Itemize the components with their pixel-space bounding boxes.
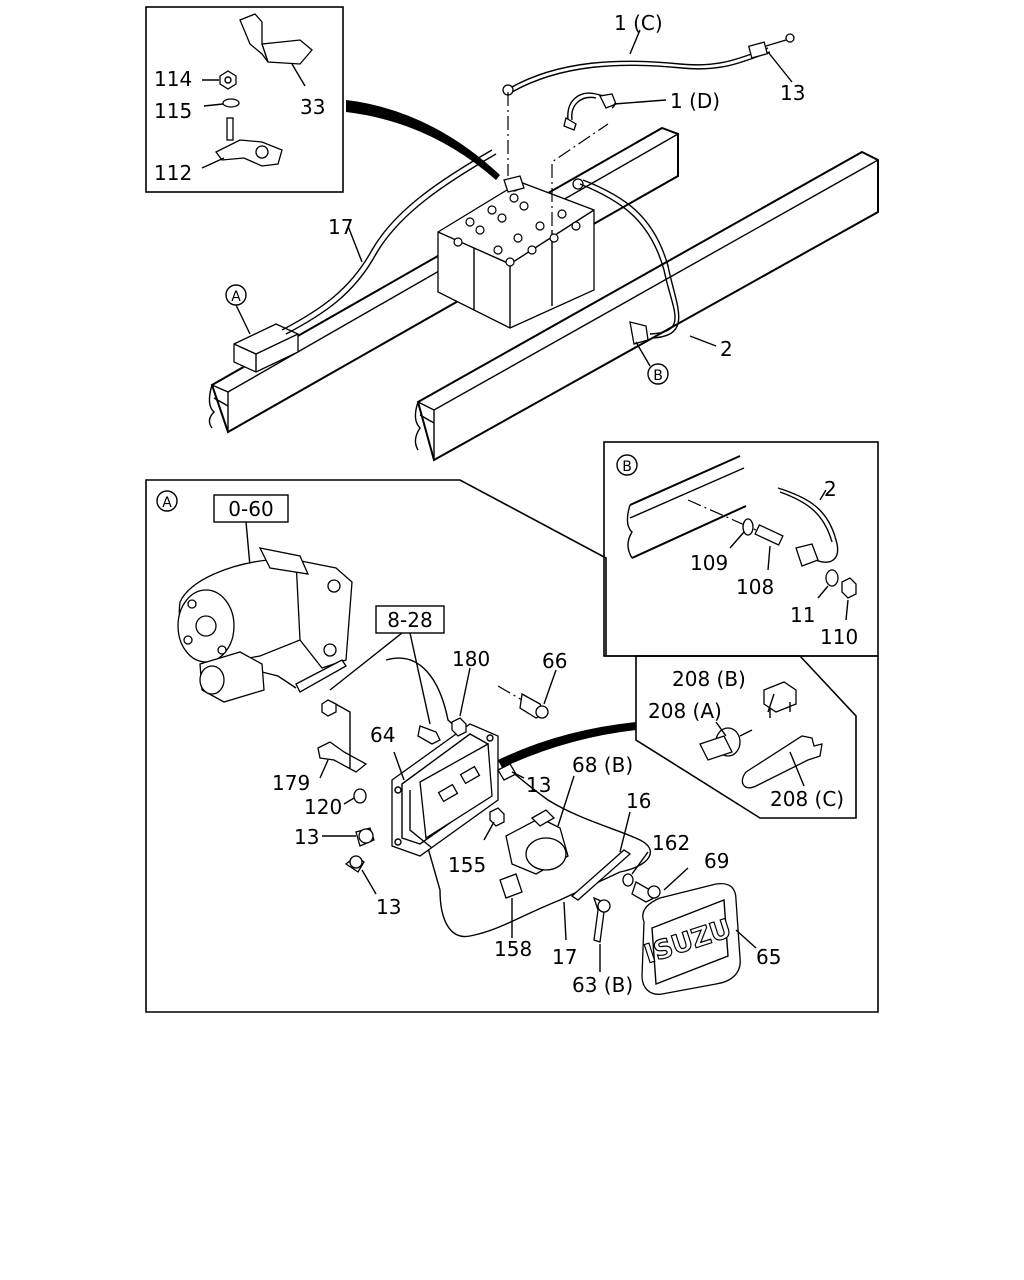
label-17-top: 17 <box>328 215 353 239</box>
label-112: 112 <box>154 161 192 185</box>
relay-box <box>233 323 299 373</box>
inset-b-ground: B <box>603 441 879 657</box>
ref-box-828: 8-28 <box>329 605 445 725</box>
svg-text:8-28: 8-28 <box>387 608 432 632</box>
inset-pointer-arrow <box>346 100 500 180</box>
label-208c: 208 (C) <box>770 787 844 811</box>
starter-motor <box>177 547 353 703</box>
ref-box-060: 0-60 <box>213 494 289 567</box>
svg-text:B: B <box>622 459 632 475</box>
label-13-top: 13 <box>780 81 805 105</box>
label-2-top: 2 <box>720 337 733 361</box>
svg-text:A: A <box>162 495 172 511</box>
harness-17 <box>385 657 652 938</box>
small-parts-a <box>322 667 689 972</box>
label-114: 114 <box>154 67 192 91</box>
marker-b-top: B <box>635 341 669 385</box>
label-69: 69 <box>704 849 729 873</box>
label-11: 11 <box>790 603 815 627</box>
inset-208-fuses <box>635 655 857 819</box>
chassis-frame <box>208 126 879 462</box>
label-179: 179 <box>272 771 310 795</box>
marker-a-top: A <box>225 284 251 335</box>
top-leaders <box>347 29 793 347</box>
label-33: 33 <box>300 95 325 119</box>
label-13-a3: 13 <box>376 895 401 919</box>
cables-top <box>281 33 795 345</box>
label-b-2: 2 <box>824 477 837 501</box>
label-115: 115 <box>154 99 192 123</box>
label-1c: 1 (C) <box>614 11 663 35</box>
battery <box>437 178 595 329</box>
label-66: 66 <box>542 649 567 673</box>
label-1d: 1 (D) <box>670 89 720 113</box>
label-180: 180 <box>452 647 490 671</box>
label-16: 16 <box>626 789 651 813</box>
panel-a-frame: A <box>145 479 879 1013</box>
label-63b: 63 (B) <box>572 973 633 997</box>
label-13-a1: 13 <box>526 773 551 797</box>
label-109: 109 <box>690 551 728 575</box>
label-110: 110 <box>820 625 858 649</box>
svg-text:0-60: 0-60 <box>228 497 273 521</box>
svg-text:A: A <box>231 289 241 305</box>
inset-208-pointer <box>498 722 636 768</box>
label-208b: 208 (B) <box>672 667 746 691</box>
label-65: 65 <box>756 945 781 969</box>
label-13-a2: 13 <box>294 825 319 849</box>
isuzu-cover-65: ISUZU <box>640 882 757 995</box>
label-208a: 208 (A) <box>648 699 722 723</box>
label-17-bot: 17 <box>552 945 577 969</box>
bracket-179 <box>317 699 368 779</box>
label-64: 64 <box>370 723 395 747</box>
relay-box-a <box>419 742 493 840</box>
label-68b: 68 (B) <box>572 753 633 777</box>
svg-text:B: B <box>653 368 663 384</box>
label-155: 155 <box>448 853 486 877</box>
label-120: 120 <box>304 795 342 819</box>
label-108: 108 <box>736 575 774 599</box>
label-158: 158 <box>494 937 532 961</box>
label-162: 162 <box>652 831 690 855</box>
inset-terminal-parts <box>145 6 344 193</box>
